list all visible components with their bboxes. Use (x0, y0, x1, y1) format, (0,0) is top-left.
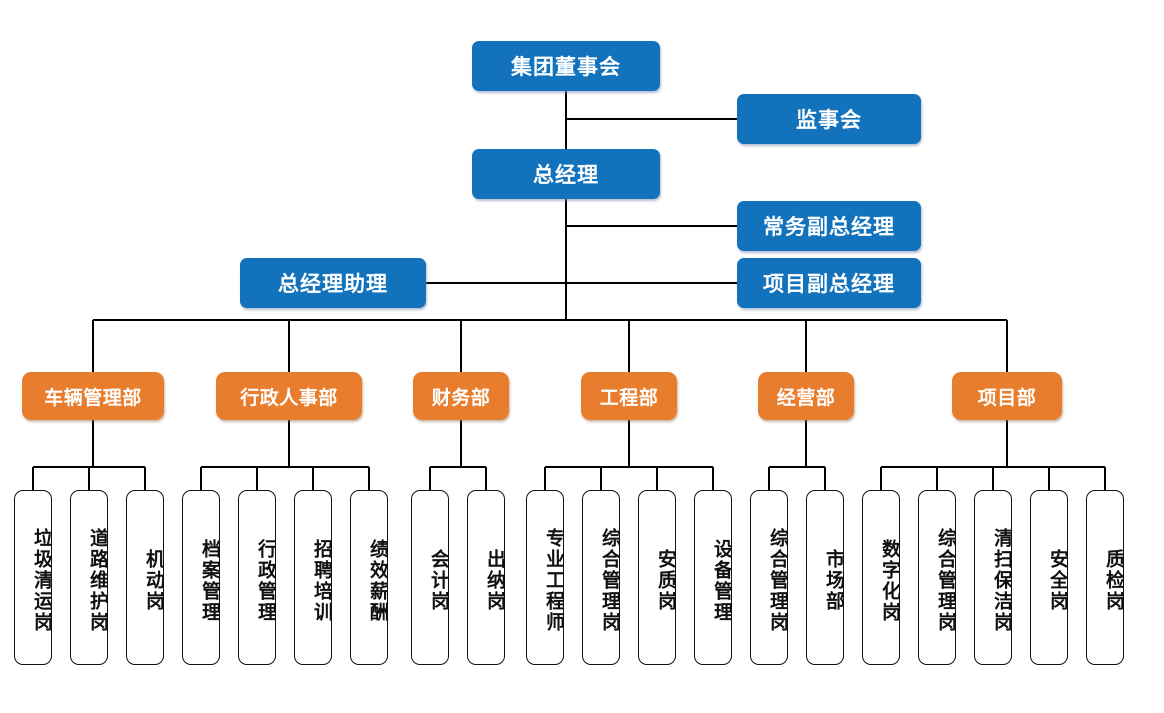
position-label: 垃圾清运岗 (31, 528, 52, 633)
department-6[interactable]: 项目部 (952, 372, 1062, 420)
position-label: 清扫保洁岗 (991, 528, 1012, 633)
position-box[interactable]: 行政管理 (238, 490, 276, 665)
position-label: 出纳岗 (484, 549, 505, 612)
position-box[interactable]: 档案管理 (182, 490, 220, 665)
node-general-manager-label: 总经理 (533, 164, 599, 187)
position-box[interactable]: 道路维护岗 (70, 490, 108, 665)
position-label: 质检岗 (1103, 549, 1124, 612)
department-label: 行政人事部 (240, 387, 338, 409)
department-label: 工程部 (599, 387, 659, 409)
position-label: 机动岗 (143, 549, 164, 612)
position-label: 综合管理岗 (767, 528, 788, 633)
position-label: 会计岗 (428, 549, 449, 612)
node-exec-vice-gm-label: 常务副总经理 (763, 216, 895, 239)
position-box[interactable]: 专业工程师 (526, 490, 564, 665)
position-box[interactable]: 清扫保洁岗 (974, 490, 1012, 665)
position-box[interactable]: 安质岗 (638, 490, 676, 665)
position-label: 专业工程师 (543, 528, 564, 633)
position-label: 设备管理 (711, 538, 732, 623)
department-label: 财务部 (431, 387, 491, 409)
node-gm-assistant-label: 总经理助理 (278, 273, 388, 296)
position-label: 综合管理岗 (935, 528, 956, 633)
department-4[interactable]: 工程部 (581, 372, 677, 420)
position-box[interactable]: 出纳岗 (467, 490, 505, 665)
position-label: 安全岗 (1047, 549, 1068, 612)
position-box[interactable]: 安全岗 (1030, 490, 1068, 665)
node-board[interactable]: 集团董事会 (472, 41, 660, 91)
position-box[interactable]: 绩效薪酬 (350, 490, 388, 665)
department-3[interactable]: 财务部 (413, 372, 509, 420)
position-box[interactable]: 招聘培训 (294, 490, 332, 665)
node-general-manager[interactable]: 总经理 (472, 149, 660, 199)
position-box[interactable]: 设备管理 (694, 490, 732, 665)
position-label: 综合管理岗 (599, 528, 620, 633)
position-label: 招聘培训 (311, 538, 332, 623)
position-label: 安质岗 (655, 549, 676, 612)
department-2[interactable]: 行政人事部 (216, 372, 362, 420)
node-project-vice-gm-label: 项目副总经理 (763, 273, 895, 296)
department-1[interactable]: 车辆管理部 (22, 372, 164, 420)
position-box[interactable]: 综合管理岗 (582, 490, 620, 665)
position-box[interactable]: 综合管理岗 (750, 490, 788, 665)
department-label: 经营部 (776, 387, 836, 409)
node-supervisory-board-label: 监事会 (796, 109, 862, 132)
position-label: 市场部 (823, 549, 844, 612)
position-label: 道路维护岗 (87, 528, 108, 633)
node-gm-assistant[interactable]: 总经理助理 (240, 258, 426, 308)
node-board-label: 集团董事会 (511, 56, 621, 79)
position-box[interactable]: 会计岗 (411, 490, 449, 665)
position-box[interactable]: 数字化岗 (862, 490, 900, 665)
position-box[interactable]: 垃圾清运岗 (14, 490, 52, 665)
position-box[interactable]: 机动岗 (126, 490, 164, 665)
department-label: 车辆管理部 (44, 387, 142, 409)
position-box[interactable]: 综合管理岗 (918, 490, 956, 665)
position-box[interactable]: 质检岗 (1086, 490, 1124, 665)
node-exec-vice-gm[interactable]: 常务副总经理 (737, 201, 921, 251)
position-label: 档案管理 (199, 538, 220, 623)
position-label: 行政管理 (255, 538, 276, 623)
node-supervisory-board[interactable]: 监事会 (737, 94, 921, 144)
department-5[interactable]: 经营部 (758, 372, 854, 420)
position-box[interactable]: 市场部 (806, 490, 844, 665)
position-label: 绩效薪酬 (367, 538, 388, 623)
department-label: 项目部 (977, 387, 1037, 409)
position-label: 数字化岗 (879, 538, 900, 623)
node-project-vice-gm[interactable]: 项目副总经理 (737, 258, 921, 308)
